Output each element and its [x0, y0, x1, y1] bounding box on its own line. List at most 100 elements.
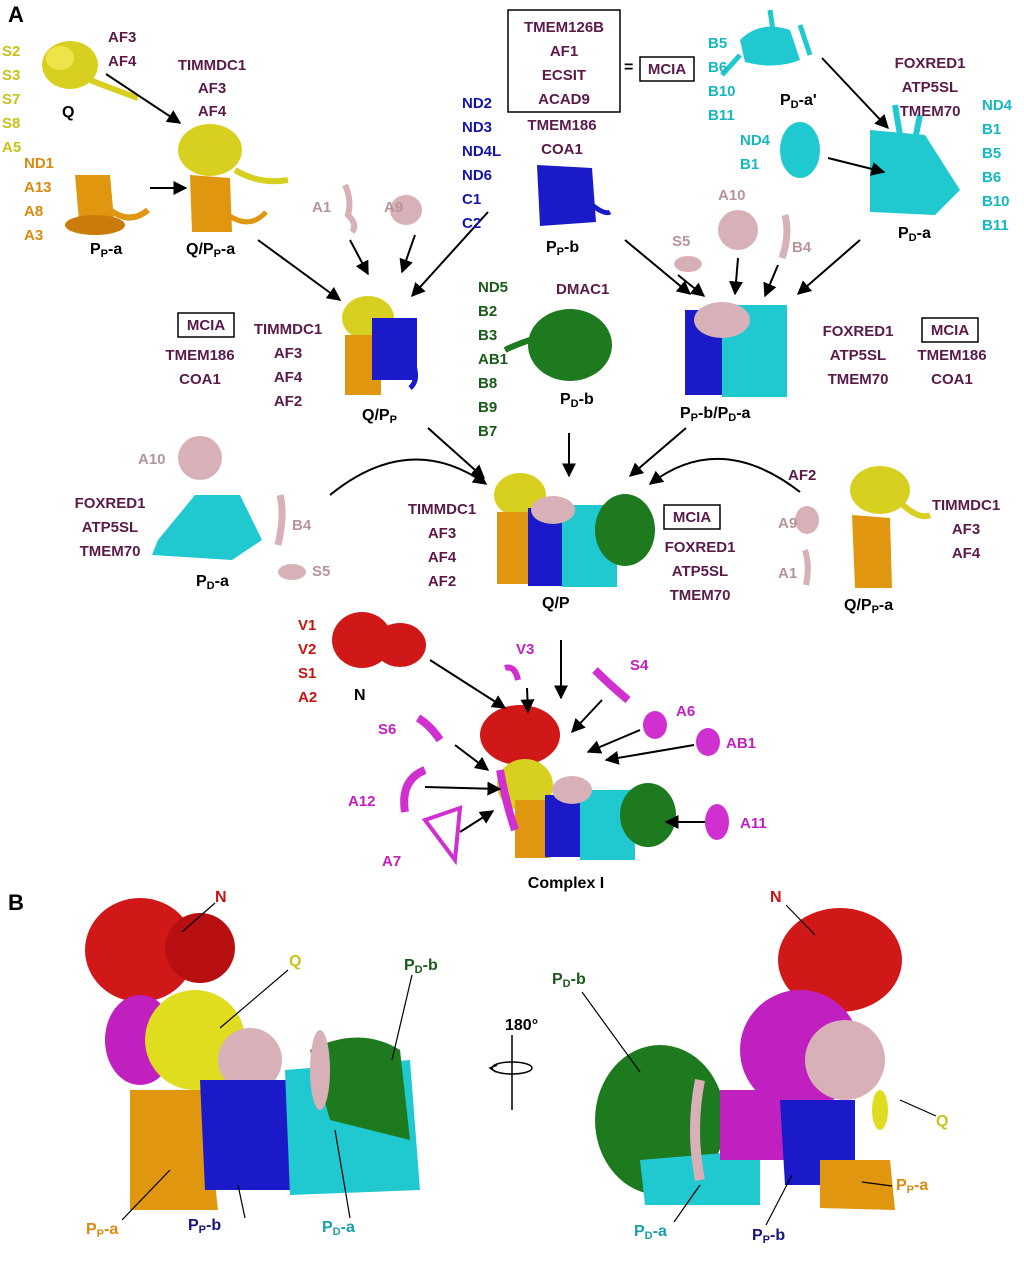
- complex-i-label: Complex I: [528, 875, 604, 892]
- n-subunit-label: S1: [298, 665, 316, 682]
- arrow-a7-to-complex: [459, 810, 495, 833]
- ppb-module-structure: [537, 165, 612, 226]
- accessory-subunit-labels: V3 S4 A6 AB1 S6 A12 A7 A11: [348, 641, 767, 870]
- arrow-pdaprime-to-pda: [821, 57, 889, 130]
- mcia-member-label: AF1: [550, 43, 578, 60]
- ppa-module-label: PP-a: [90, 241, 122, 260]
- qppa-af-label: AF4: [198, 103, 227, 120]
- arrow-s5-to-ppbpda: [677, 274, 706, 297]
- a9-label: A9: [384, 199, 403, 216]
- a1-label-right: A1: [778, 565, 797, 582]
- a1-structure: [342, 183, 358, 234]
- arrow-a6-to-complex: [586, 729, 641, 754]
- a1-structure-right: [802, 549, 811, 586]
- v3-structure: [504, 664, 521, 681]
- s6-label: S6: [378, 721, 396, 738]
- q-subunit-label: S8: [2, 115, 20, 132]
- qpp-af-label: AF3: [274, 345, 302, 362]
- panel-b-pda-label-right: PD-a: [634, 1223, 667, 1242]
- arrow-qppa-to-qpp: [257, 239, 342, 301]
- ppbpda-af-label: ATP5SL: [830, 347, 886, 364]
- qppa-right-af-label: AF3: [952, 521, 980, 538]
- arrow-v3-to-complex: [520, 687, 535, 714]
- n-subunit-label: V2: [298, 641, 316, 658]
- mcia-members-box: [507, 9, 621, 113]
- qpp-module-structure: [342, 296, 418, 395]
- molecular-structures: [42, 9, 960, 1210]
- qpp-module-label: Q/PP: [362, 407, 397, 426]
- a12-structure: [400, 766, 427, 813]
- mcia-box-ppbpda: [921, 317, 979, 343]
- n-module-structure: [332, 612, 426, 668]
- a9-structure: [390, 195, 422, 225]
- pdb-module-structure: [503, 309, 612, 381]
- arrow-pda-left-to-qp: [329, 458, 488, 496]
- panel-b-pdb-label-left: PD-b: [404, 957, 438, 976]
- dmac1-label: DMAC1: [556, 281, 609, 298]
- ppa-subunit-list: ND1 A13 A8 A3: [24, 155, 54, 244]
- qp-left-af-label: TIMMDC1: [408, 501, 476, 518]
- ppb-assembly-factors: TMEM186 COA1: [527, 117, 596, 158]
- qp-left-af-label: AF3: [428, 525, 456, 542]
- a9-label-right: A9: [778, 515, 797, 532]
- pda-prime-subunit-list: B5 B6 B10 B11: [708, 35, 736, 124]
- mcia-members: TMEM126B AF1 ECSIT ACAD9: [524, 19, 604, 108]
- mcia-label-ppbpda: MCIA: [931, 322, 969, 339]
- q-subunit-list: S2 S3 S7 S8 A5: [2, 43, 21, 156]
- q-module-label: Q: [62, 104, 74, 121]
- ppbpda-assembly-factors: FOXRED1 ATP5SL TMEM70: [823, 323, 894, 388]
- pda-subunit-label: B5: [982, 145, 1001, 162]
- ppbpda-right-label: TMEM186: [917, 347, 986, 364]
- a1-label: A1: [312, 199, 331, 216]
- arrow-nd4b1-to-pda: [827, 157, 886, 176]
- q-subunit-label: S2: [2, 43, 20, 60]
- n-subunit-label: A2: [298, 689, 317, 706]
- arrow-q-to-qppa: [105, 73, 182, 124]
- a6-structure: [643, 711, 667, 739]
- qpp-af-label: COA1: [179, 371, 221, 388]
- ppb-subunit-label: ND4L: [462, 143, 501, 160]
- mcia-member-label: ECSIT: [542, 67, 586, 84]
- a10-label-left: A10: [138, 451, 166, 468]
- qpp-af-label: AF2: [274, 393, 302, 410]
- qpp-assembly-factors: TIMMDC1 AF3 AF4 AF2: [254, 321, 322, 410]
- a10-label-top: A10: [718, 187, 746, 204]
- v3-label: V3: [516, 641, 534, 658]
- qp-left-af-label: AF4: [428, 549, 457, 566]
- ppbpda-module-structure: [685, 302, 787, 397]
- pda-prime-structure: [720, 9, 813, 77]
- pda-af-label: TMEM70: [900, 103, 961, 120]
- q-assembly-factors: AF3 AF4: [108, 29, 137, 70]
- panel-b-pda-label-left: PD-a: [322, 1219, 355, 1238]
- ppa-subunit-label: A3: [24, 227, 43, 244]
- arrow-qpp-to-qp: [427, 427, 486, 479]
- s5-structure-left: [278, 564, 306, 580]
- q-subunit-label: A5: [2, 139, 21, 156]
- mcia-box-top: [639, 56, 695, 82]
- a7-structure: [421, 805, 463, 866]
- panel-b-leader-lines: [121, 902, 937, 1226]
- qpp-left-assembly: TMEM186 COA1: [165, 347, 234, 388]
- pda-subunit-label: B6: [982, 169, 1001, 186]
- pda-prime-subunit-label: B10: [708, 83, 736, 100]
- pda-subunit-list: ND4 B1 B5 B6 B10 B11: [982, 97, 1013, 234]
- arrow-a9-to-qpp: [399, 234, 416, 274]
- mcia-member-label: TMEM126B: [524, 19, 604, 36]
- a6-label: A6: [676, 703, 695, 720]
- arrow-ppbpda-to-qp: [628, 427, 687, 477]
- pda-prime-subunit-label: B5: [708, 35, 727, 52]
- rotation-180-icon: [488, 1035, 533, 1110]
- arrow-a10-to-ppbpda: [729, 257, 744, 296]
- mcia-box-qp: [663, 504, 721, 530]
- ppb-subunit-label: C1: [462, 191, 481, 208]
- pda-left-assembly: FOXRED1 ATP5SL TMEM70: [75, 495, 146, 560]
- mcia-box-qpp: [177, 312, 235, 338]
- panel-b-ppa-label-left: PP-a: [86, 1221, 118, 1240]
- pdb-subunit-label: B3: [478, 327, 497, 344]
- arrow-n-to-complex: [429, 659, 507, 709]
- panel-b-q-label-right: Q: [936, 1113, 948, 1130]
- qpp-af-label: TMEM186: [165, 347, 234, 364]
- pdb-subunit-label: B7: [478, 423, 497, 440]
- ppa-subunit-label: A8: [24, 203, 43, 220]
